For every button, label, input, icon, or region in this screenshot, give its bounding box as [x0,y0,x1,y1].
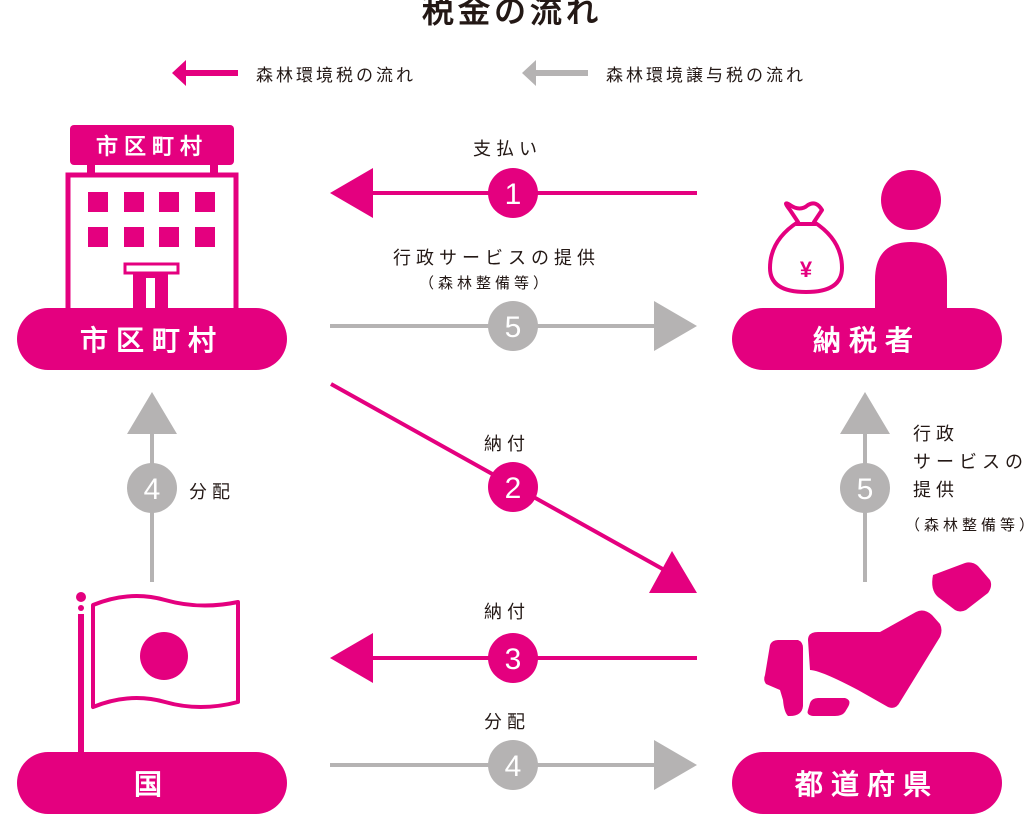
flow-5-label: 行政サービスの提供 [393,248,600,269]
city-hall-sign: 市区町村 [95,135,208,160]
node-prefecture: 都道府県 [732,752,1002,814]
step-number: 4 [144,473,161,506]
japan-flag-icon [76,592,240,754]
city-hall-building-icon [65,125,239,318]
step-number: 1 [505,178,522,211]
step-number: 3 [505,643,522,676]
flow-arrow-5-vertical: 5 [840,392,890,582]
flow-arrow-1: 1 [330,168,697,218]
japan-map-icon [764,562,992,716]
step-number: 4 [505,750,522,783]
flow-4-label: 分配 [484,712,530,733]
yen-symbol: ¥ [800,257,813,282]
step-number: 5 [505,311,522,344]
node-municipality: 市区町村 [17,308,287,370]
step-number: 5 [857,473,874,506]
node-taxpayer: 納税者 [732,308,1002,370]
node-nation: 国 [17,752,287,814]
legend: 森林環境税の流れ 森林環境譲与税の流れ [170,58,870,88]
flow-5-vertical-sublabel: （森林整備等） [905,516,1024,534]
flow-3-label: 納付 [484,602,530,623]
flow-5-sublabel: （森林整備等） [419,274,553,292]
flow-arrow-4-vertical: 4 [127,392,177,582]
flow-5-vertical-label-line2: サービスの [913,452,1024,473]
flow-arrow-4-horizontal: 4 [330,740,697,790]
flow-5-vertical-label-line3: 提供 [913,480,959,501]
person-icon [875,170,947,310]
flow-4-vertical-label: 分配 [189,482,235,503]
arrow-left-icon [172,60,238,86]
page-title: 税金の流れ [421,0,602,30]
step-number: 2 [505,472,522,505]
arrow-left-icon [522,60,588,86]
money-bag-icon: ¥ [768,201,844,294]
flow-arrow-3: 3 [330,633,697,683]
flow-arrow-2: 2 [330,382,697,593]
flow-5-vertical-label-line1: 行政 [913,424,959,445]
legend-item-forest-env-tax: 森林環境税の流れ [256,66,416,86]
flow-1-label: 支払い [473,139,542,160]
legend-item-forest-env-transfer-tax: 森林環境譲与税の流れ [606,66,806,86]
flow-arrow-5-horizontal: 5 [330,301,697,351]
flow-2-label: 納付 [484,434,530,455]
